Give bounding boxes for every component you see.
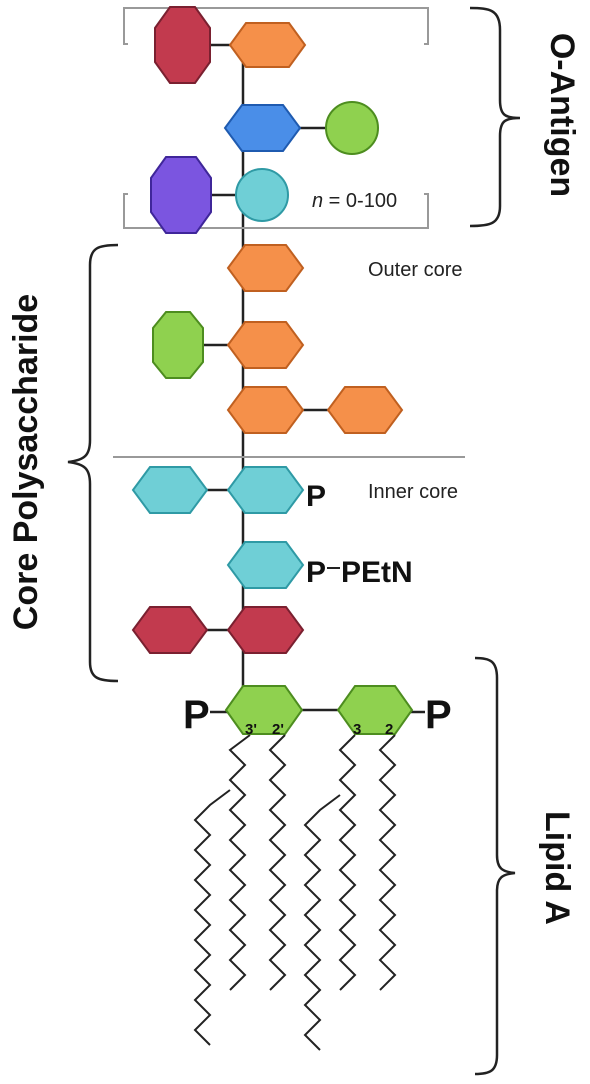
hexagon-orange-oantigen bbox=[228, 22, 307, 68]
label-inner-core: Inner core bbox=[368, 481, 458, 503]
label-pos-3prime: 3' bbox=[245, 721, 257, 738]
label-repeat-range: = 0-100 bbox=[323, 190, 397, 212]
hexagon-teal-inner-left bbox=[131, 466, 209, 514]
hexagon-green-lipid-left bbox=[224, 685, 304, 735]
label-o-antigen: O-Antigen bbox=[543, 33, 581, 197]
hexagon-red-inner-1 bbox=[226, 606, 305, 654]
hexagon-teal-inner-2 bbox=[226, 541, 305, 589]
acyl-chain-1 bbox=[228, 734, 251, 991]
label-pos-2prime: 2' bbox=[272, 721, 284, 738]
brace-o-antigen bbox=[469, 6, 521, 228]
label-phosphate-petn: P bbox=[306, 556, 326, 589]
circle-green-oantigen bbox=[325, 101, 379, 155]
label-phosphate-right: P bbox=[425, 693, 452, 737]
label-petn: PEtN bbox=[341, 556, 413, 589]
label-phosphate-inner: P bbox=[306, 480, 326, 513]
label-pos-2: 2 bbox=[385, 721, 393, 738]
hexagon-orange-outer-2 bbox=[226, 321, 305, 369]
hexagon-orange-outer-4 bbox=[326, 386, 404, 434]
label-outer-core: Outer core bbox=[368, 259, 462, 281]
hexagon-red-inner-left bbox=[131, 606, 209, 654]
acyl-chains bbox=[193, 734, 397, 1051]
acyl-chain-4 bbox=[378, 734, 397, 991]
hexagon-green-lipid-right bbox=[336, 685, 414, 735]
acyl-chain-3 bbox=[338, 734, 357, 991]
brace-lipid-a bbox=[474, 656, 516, 1076]
hexagon-orange-outer-1 bbox=[226, 244, 305, 292]
side-connectors bbox=[203, 43, 425, 714]
acyl-chain-1b bbox=[193, 789, 231, 1046]
label-repeat-count: n = 0-100 bbox=[312, 190, 397, 212]
label-repeat-n: n bbox=[312, 190, 323, 212]
acyl-chain-2 bbox=[268, 734, 287, 991]
hexagon-green-outer bbox=[152, 311, 204, 379]
hexagon-purple-oantigen bbox=[150, 156, 212, 234]
hexagon-blue-oantigen bbox=[223, 104, 302, 152]
label-phosphate-left: P bbox=[183, 693, 210, 737]
brace-core bbox=[67, 243, 119, 683]
acyl-chain-3b bbox=[303, 794, 341, 1051]
repeat-unit-bracket bbox=[123, 7, 429, 229]
circle-teal-oantigen bbox=[235, 168, 289, 222]
hexagon-red-oantigen bbox=[154, 6, 211, 84]
label-lipid-a: Lipid A bbox=[538, 811, 576, 925]
label-pos-3: 3 bbox=[353, 721, 361, 738]
hexagon-teal-inner-1 bbox=[226, 466, 305, 514]
hexagon-orange-outer-3 bbox=[226, 386, 305, 434]
label-core-polysaccharide: Core Polysaccharide bbox=[7, 294, 45, 630]
